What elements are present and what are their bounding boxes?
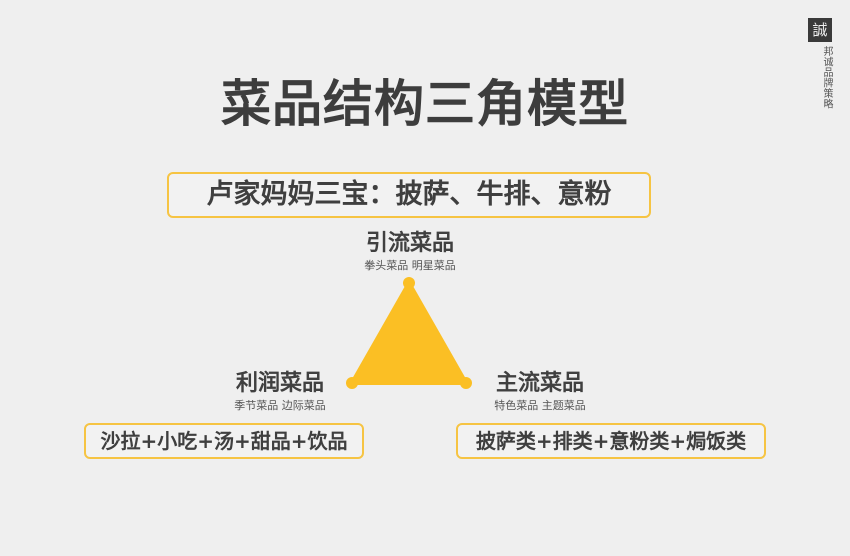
triangle-diagram	[346, 277, 472, 389]
vertex-left-dot	[346, 377, 358, 389]
brand-vertical-text: 邦诚品牌策略	[821, 46, 832, 109]
right-sublabel: 特色菜品 主题菜品	[494, 399, 586, 412]
left-box: 沙拉+小吃+汤+甜品+饮品	[84, 423, 364, 459]
top-label: 引流菜品	[365, 231, 454, 256]
left-label: 利润菜品	[235, 371, 324, 396]
vertex-top-dot	[403, 277, 415, 289]
triangle-shape	[350, 281, 468, 385]
vertex-right-dot	[460, 377, 472, 389]
right-box: 披萨类+排类+意粉类+焗饭类	[456, 423, 766, 459]
brand-logo: 誠	[808, 18, 832, 42]
right-label: 主流菜品	[495, 371, 584, 396]
left-sublabel: 季节菜品 边际菜品	[234, 399, 326, 412]
page-title: 菜品结构三角模型	[221, 75, 629, 133]
top-sublabel: 拳头菜品 明星菜品	[364, 259, 456, 272]
hero-box: 卢家妈妈三宝：披萨、牛排、意粉	[167, 172, 651, 218]
